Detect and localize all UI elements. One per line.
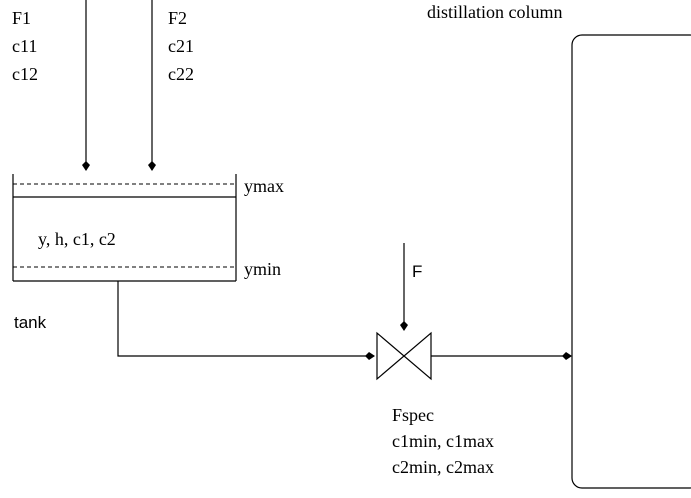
- ymin-label: ymin: [244, 259, 281, 279]
- spec-c1-label: c1min, c1max: [392, 431, 494, 451]
- feed-2-conc-2-label: c22: [168, 64, 194, 84]
- column-vessel: [571, 34, 691, 489]
- feed-2: F2 c21 c22: [148, 0, 194, 171]
- valve-input-label: F: [412, 262, 422, 281]
- spec-flow-label: Fspec: [392, 405, 434, 425]
- tank-label: tank: [14, 313, 47, 332]
- valve-left-triangle: [376, 331, 405, 381]
- control-valve: F: [376, 243, 432, 381]
- valve-right-triangle: [403, 331, 432, 381]
- tank-variables-label: y, h, c1, c2: [38, 229, 116, 249]
- ymax-label: ymax: [244, 176, 284, 196]
- column-label: distillation column: [427, 2, 563, 22]
- feed-1-conc-1-label: c11: [12, 36, 37, 56]
- outlet-pipe: [117, 281, 375, 360]
- feed-2-flow-label: F2: [168, 8, 187, 28]
- tank: ymax ymin y, h, c1, c2 tank: [12, 174, 284, 332]
- valve-spec: Fspec c1min, c1max c2min, c2max: [392, 405, 494, 477]
- feed-2-conc-1-label: c21: [168, 36, 194, 56]
- feed-1-flow-label: F1: [12, 8, 31, 28]
- feed-1: F1 c11 c12: [12, 0, 90, 171]
- feed-1-conc-2-label: c12: [12, 64, 38, 84]
- spec-c2-label: c2min, c2max: [392, 457, 494, 477]
- distillation-column: distillation column: [427, 2, 691, 489]
